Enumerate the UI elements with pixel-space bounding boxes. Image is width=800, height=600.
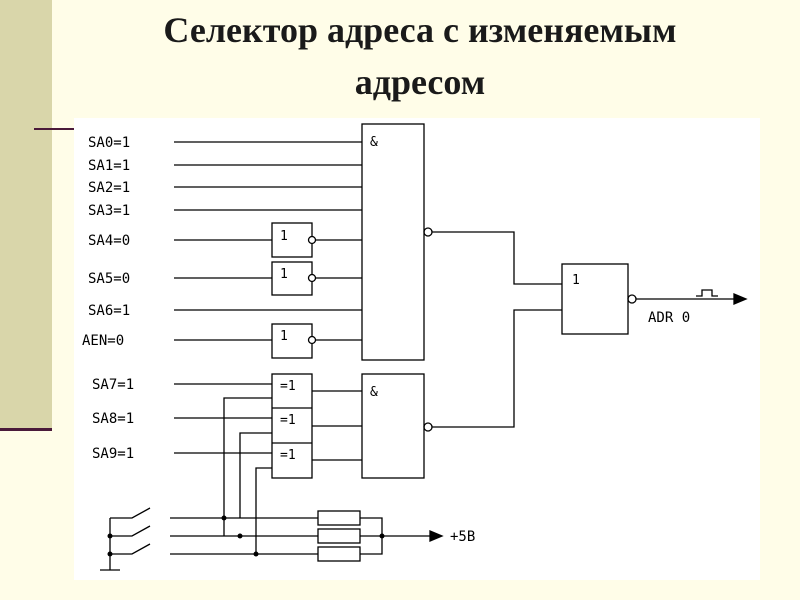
output-label: ADR 0 — [648, 310, 690, 326]
inverter-sa5-symbol: 1 — [280, 267, 288, 282]
label-sa9: SA9=1 — [92, 446, 134, 462]
inverter-sa4-symbol: 1 — [280, 229, 288, 244]
circuit-panel: SA0=1 SA1=1 SA2=1 SA3=1 SA4=0 SA5=0 SA6=… — [74, 118, 760, 580]
wire-xnor2-ref — [239, 432, 272, 518]
and-gate-main-bubble — [423, 227, 433, 237]
junction-6 — [379, 533, 385, 539]
slide-title: Селектор адреса с изменяемым адресом — [60, 4, 780, 108]
label-sa7: SA7=1 — [92, 377, 134, 393]
label-sa1: SA1=1 — [88, 158, 130, 174]
inverter-aen — [271, 323, 313, 359]
wire-and-switch-to-or — [432, 309, 562, 428]
label-aen: AEN=0 — [82, 333, 124, 349]
or-gate-symbol: 1 — [572, 273, 580, 288]
inverter-aen-symbol: 1 — [280, 329, 288, 344]
inverter-aen-bubble — [307, 335, 317, 345]
slide-title-line-2: адресом — [354, 62, 486, 102]
and-gate-main — [361, 123, 425, 361]
pulse-symbol — [696, 289, 718, 297]
or-gate-bubble — [627, 294, 637, 304]
supply-arrow — [429, 530, 444, 542]
switch-3 — [110, 543, 151, 555]
xnor-1-symbol: =1 — [280, 379, 296, 394]
inverter-sa4 — [271, 222, 313, 258]
label-sa0: SA0=1 — [88, 135, 130, 151]
junction-4 — [107, 533, 113, 539]
wire-xnor3-ref — [255, 467, 272, 554]
left-decor-line — [0, 428, 52, 431]
resistor-1 — [317, 510, 361, 526]
label-sa6: SA6=1 — [88, 303, 130, 319]
supply-label: +5B — [450, 529, 475, 545]
label-sa3: SA3=1 — [88, 203, 130, 219]
switch-2 — [110, 525, 151, 537]
label-sa2: SA2=1 — [88, 180, 130, 196]
wire-xnor1-ref — [223, 397, 272, 536]
slide-title-line-1: Селектор адреса с изменяемым — [163, 10, 677, 50]
output-arrow — [733, 293, 748, 305]
label-sa8: SA8=1 — [92, 411, 134, 427]
junction-2 — [237, 533, 243, 539]
title-rule — [34, 128, 94, 130]
label-sa5: SA5=0 — [88, 271, 130, 287]
label-sa4: SA4=0 — [88, 233, 130, 249]
xnor-3-symbol: =1 — [280, 448, 296, 463]
resistor-3 — [317, 546, 361, 562]
circuit-diagram: SA0=1 SA1=1 SA2=1 SA3=1 SA4=0 SA5=0 SA6=… — [82, 123, 748, 571]
and-switch-symbol: & — [370, 385, 378, 400]
wire-and-main-to-or — [432, 231, 562, 285]
switch-1 — [110, 507, 151, 519]
resistor-2 — [317, 528, 361, 544]
junction-5 — [107, 551, 113, 557]
inverter-sa5-bubble — [307, 273, 317, 283]
and-gate-switch-bubble — [423, 422, 433, 432]
inverter-sa4-bubble — [307, 235, 317, 245]
junction-3 — [253, 551, 259, 557]
xnor-2-symbol: =1 — [280, 413, 296, 428]
inverter-sa5 — [271, 261, 313, 296]
left-decor-band — [0, 0, 52, 428]
junction-1 — [221, 515, 227, 521]
and-main-symbol: & — [370, 135, 378, 150]
